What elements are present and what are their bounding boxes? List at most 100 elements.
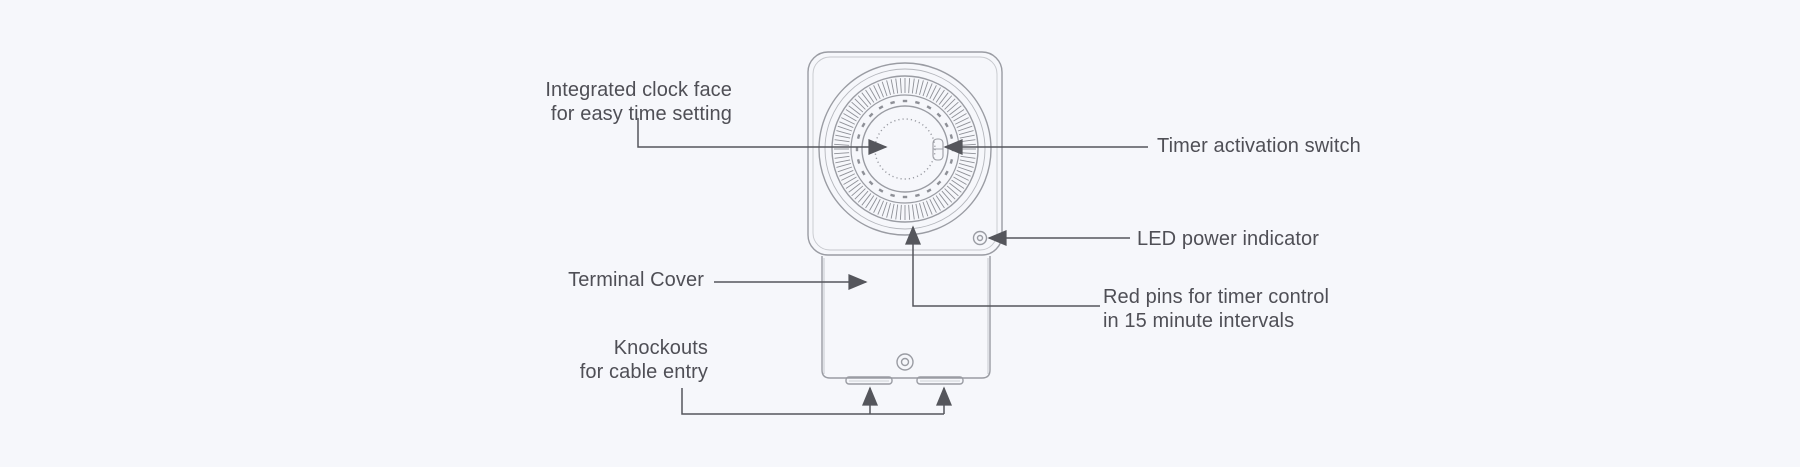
timer-activation-switch [932, 138, 944, 161]
clock-hour-marking [861, 122, 866, 128]
clock-pin-tick [957, 125, 973, 132]
clock-pin-tick [845, 109, 859, 119]
clock-pin-tick [890, 203, 895, 219]
clock-pin-tick [854, 188, 866, 200]
clock-pin-tick [935, 195, 945, 209]
clock-pin-tick [881, 81, 888, 97]
clock-pin-tick [837, 125, 853, 132]
clock-hour-marking [878, 105, 884, 110]
clock-pin-tick [926, 83, 933, 98]
clock-hour-marking [926, 105, 932, 110]
clock-pin-tick [869, 197, 878, 211]
clock-pin-tick [843, 113, 857, 122]
clock-pin-tick [869, 87, 878, 101]
clock-pin-tick [908, 78, 911, 94]
clock-face-label: Integrated clock face for easy time sett… [545, 78, 732, 126]
clock-pin-tick [881, 201, 888, 217]
clock-pin-tick [836, 130, 852, 135]
knockout-left [845, 376, 893, 385]
clock-pin-tick [857, 190, 869, 203]
clock-pin-tick [886, 80, 891, 96]
clock-pin-tick [873, 199, 881, 213]
clock-pin-tick [941, 190, 953, 203]
clock-pin-tick [877, 83, 884, 98]
clock-pin-tick [839, 121, 854, 128]
clock-pin-tick [935, 89, 945, 103]
clock-pin-tick [922, 201, 929, 217]
clock-pin-tick [911, 78, 915, 94]
timer-switch-device-icon [807, 51, 1003, 385]
clock-pin-tick [911, 204, 915, 220]
clock-hour-marking [914, 193, 920, 198]
clock-pin-tick [854, 98, 866, 110]
clock-pin-tick [929, 199, 937, 213]
clock-pin-tick [837, 166, 853, 173]
clock-hour-markings [855, 99, 955, 199]
clock-pin-tick [944, 188, 956, 200]
clock-pin-tick [959, 159, 975, 164]
clock-pin-tick [857, 95, 869, 108]
clock-pin-tick [919, 80, 924, 96]
clock-pin-ticks [834, 78, 976, 220]
clock-hour-marking [890, 193, 896, 198]
clock-face [818, 62, 992, 236]
terminal-cover-label-line1: Terminal Cover [568, 269, 704, 291]
clock-pin-tick [834, 155, 850, 159]
clock-pin-tick [922, 81, 929, 97]
clock-pin-tick [938, 193, 949, 206]
terminal-cover-label: Terminal Cover [568, 268, 704, 292]
clock-pin-tick [899, 204, 902, 220]
clock-hour-marking [949, 158, 954, 164]
clock-pin-tick [861, 92, 872, 105]
clock-pin-tick [895, 204, 899, 220]
clock-pin-tick [926, 200, 933, 215]
clock-pin-tick [929, 85, 937, 99]
clock-pin-tick [841, 117, 855, 125]
clock-hour-marking [856, 134, 861, 140]
led-indicator-label: LED power indicator [1137, 227, 1319, 251]
clock-pin-tick [834, 139, 850, 143]
clock-pin-tick [953, 176, 967, 185]
red-pins-leader [905, 225, 1100, 307]
clock-pin-tick [848, 105, 861, 116]
clock-pin-tick [865, 89, 875, 103]
clock-pin-tick [839, 170, 854, 177]
clock-hour-marking [855, 146, 859, 152]
knockout-right [916, 376, 964, 385]
clock-face-label-line1: Integrated clock face [545, 79, 732, 101]
clock-pin-tick [958, 130, 974, 135]
clock-pin-tick [848, 182, 861, 193]
clock-pin-tick [960, 143, 976, 146]
upper-housing [807, 51, 1003, 256]
clock-hour-marking [944, 122, 949, 128]
clock-pin-tick [956, 121, 971, 128]
led-indicator-label-line1: LED power indicator [1137, 228, 1319, 250]
clock-pin-tick [851, 185, 864, 197]
clock-pin-tick [915, 79, 920, 95]
clock-pin-tick [960, 152, 976, 155]
clock-pin-tick [960, 139, 976, 143]
clock-pin-tick [959, 134, 975, 139]
clock-pin-tick [836, 163, 852, 168]
clock-hour-marking [936, 112, 942, 118]
clock-face-leader [637, 118, 888, 155]
clock-pin-tick [944, 98, 956, 110]
timer-switch-label-line1: Timer activation switch [1157, 135, 1361, 157]
cover-screw [896, 353, 914, 371]
knockouts-leader [681, 388, 944, 415]
clock-pin-tick [919, 202, 924, 218]
clock-pin-tick [843, 176, 857, 185]
clock-pin-tick [841, 173, 855, 181]
clock-pin-tick [951, 109, 965, 119]
clock-hour-marking [902, 99, 908, 103]
clock-pin-tick [845, 179, 859, 189]
red-pins-label-line2: in 15 minute intervals [1103, 310, 1295, 332]
clock-pin-tick [949, 105, 962, 116]
clock-pin-tick [895, 78, 899, 94]
clock-pin-tick [835, 159, 851, 164]
clock-pin-tick [941, 95, 953, 108]
clock-pin-tick [951, 179, 965, 189]
clock-pin-tick [915, 203, 920, 219]
clock-hour-marking [868, 112, 874, 118]
